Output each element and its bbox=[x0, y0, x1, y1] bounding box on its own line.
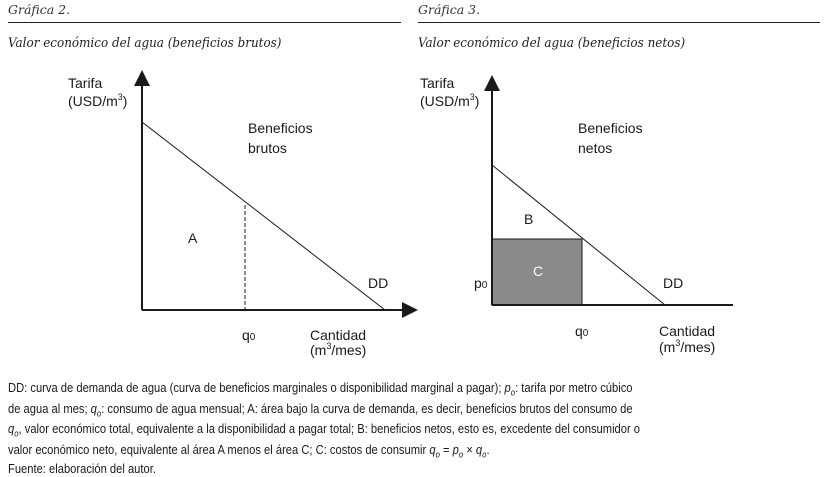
footnote-text: de agua al mes; bbox=[8, 400, 91, 416]
footnote-variable: qo bbox=[8, 421, 19, 439]
y-axis-unit: (USD/m3) bbox=[420, 92, 479, 109]
footnote-line: qo, valor económico total, equivalente a… bbox=[8, 419, 640, 440]
y-axis-title: Tarifa bbox=[68, 75, 102, 91]
footnote: DD: curva de demanda de agua (curva de b… bbox=[8, 378, 743, 477]
dd-label: DD bbox=[663, 275, 683, 291]
figure-3-title: Valor económico del agua (beneficios net… bbox=[418, 36, 686, 51]
diagrams: Tarifa (USD/m3) Beneficios brutos A DD q… bbox=[68, 70, 733, 358]
q0-label: q0 bbox=[242, 327, 256, 343]
x-axis-title: Cantidad bbox=[659, 323, 715, 339]
y-axis-title: Tarifa bbox=[420, 75, 454, 91]
footnote-text: . bbox=[486, 441, 490, 457]
footnote-line: de agua al mes; qo: consumo de agua mens… bbox=[8, 399, 640, 420]
footnote-text: valor económico neto, equivalente al áre… bbox=[8, 441, 430, 457]
y-axis-unit: (USD/m3) bbox=[68, 92, 127, 109]
figure-2-rule bbox=[8, 22, 401, 23]
footnote-text: = bbox=[439, 441, 453, 457]
p0-label: p0 bbox=[474, 275, 488, 291]
footnote-text: : consumo de agua mensual; A: área bajo … bbox=[101, 400, 633, 416]
footnote-line: Fuente: elaboración del autor. bbox=[8, 460, 640, 477]
x-axis-unit: (m3/mes) bbox=[659, 338, 715, 355]
footnote-variable: po bbox=[452, 441, 464, 460]
footnote-variable: po bbox=[504, 380, 516, 398]
figure-3-label: Gráfica 3. bbox=[418, 2, 481, 17]
q0-label: q0 bbox=[575, 323, 589, 339]
area-b-label: B bbox=[524, 211, 533, 227]
x-axis-title: Cantidad bbox=[310, 327, 366, 343]
region-title-1: Beneficios bbox=[248, 120, 313, 136]
footnote-text: × bbox=[463, 441, 476, 457]
dd-label: DD bbox=[368, 275, 388, 291]
figure-2-title: Valor económico del agua (beneficios bru… bbox=[8, 36, 282, 51]
x-axis-unit: (m3/mes) bbox=[310, 341, 366, 358]
area-c-label: C bbox=[533, 263, 543, 279]
demand-curve bbox=[491, 164, 666, 306]
footnote-text: : tarifa por metro cúbico bbox=[515, 380, 633, 395]
footnote-line: valor económico neto, equivalente al áre… bbox=[8, 440, 640, 461]
figure-3-rule bbox=[418, 22, 820, 23]
footnote-text: , valor económico total, equivalente a l… bbox=[18, 421, 641, 436]
footnote-variable: qo bbox=[429, 441, 440, 460]
region-title-1: Beneficios bbox=[578, 120, 643, 136]
footnote-line: DD: curva de demanda de agua (curva de b… bbox=[8, 378, 640, 399]
area-a-label: A bbox=[188, 230, 198, 246]
region-title-2: brutos bbox=[248, 140, 287, 156]
footnote-variable: qo bbox=[475, 441, 487, 460]
footnote-text: DD: curva de demanda de agua (curva de b… bbox=[8, 380, 505, 395]
figure-3-diagram: Tarifa (USD/m3) Beneficios netos B C p0 … bbox=[420, 75, 733, 355]
footnote-text: Fuente: elaboración del autor. bbox=[8, 461, 156, 476]
figure-2-label: Gráfica 2. bbox=[8, 2, 71, 17]
footnote-variable: qo bbox=[90, 400, 102, 419]
demand-curve bbox=[141, 121, 386, 311]
figure-2-diagram: Tarifa (USD/m3) Beneficios brutos A DD q… bbox=[68, 70, 418, 358]
region-title-2: netos bbox=[578, 140, 612, 156]
